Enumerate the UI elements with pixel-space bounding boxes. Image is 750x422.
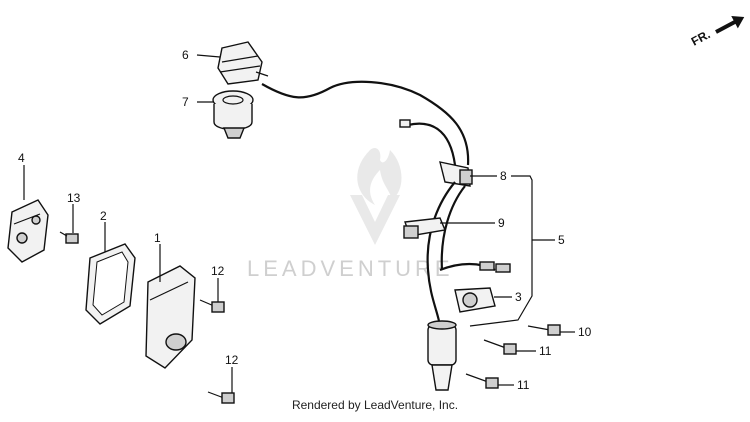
part-10-bolt: [527, 324, 561, 336]
callout-11b: 11: [517, 378, 530, 392]
bracket-5: [469, 175, 533, 327]
part-13-screw: [59, 231, 79, 244]
part-8-grommet: [212, 90, 254, 139]
callout-12a: 12: [211, 264, 225, 278]
callout-9: 9: [498, 216, 505, 230]
callout-11a: 11: [539, 344, 552, 358]
part-1-cover: [145, 265, 196, 369]
wire-bundle-2: [440, 185, 466, 271]
callout-5: 5: [558, 233, 565, 247]
callout-3: 3: [515, 290, 522, 304]
ignition-coil: [427, 320, 457, 391]
watermark-text: LEADVENTURE: [247, 256, 454, 281]
high-tension-wire: [261, 80, 470, 166]
callout-8: 7: [182, 95, 189, 109]
part-11-screw-lower: [465, 373, 499, 389]
callout-10: 10: [578, 325, 592, 339]
front-direction-arrow: FR.: [689, 15, 745, 49]
part-12-bolt-lower: [207, 391, 235, 404]
callout-7: 6: [182, 48, 189, 62]
part-2-gasket: [85, 243, 136, 325]
callout-2: 2: [100, 209, 107, 223]
part-6-wire-clamp: [439, 161, 473, 187]
footer-credit: Rendered by LeadVenture, Inc.: [291, 398, 459, 412]
wire-terminal: [399, 119, 411, 128]
callout-1: 1: [154, 231, 161, 245]
watermark-logo: [350, 148, 402, 245]
part-3-condenser: [454, 287, 496, 313]
wire-connectors: [439, 261, 511, 273]
part-4-breaker: [7, 199, 49, 263]
orientation-label: FR.: [689, 27, 713, 48]
part-7-spark-plug-cap: [217, 41, 269, 85]
callout-6: 8: [500, 169, 507, 183]
leader-7: [196, 54, 221, 58]
part-12-bolt-upper: [199, 299, 225, 313]
callout-13: 13: [67, 191, 81, 205]
part-11-screw-upper: [483, 339, 517, 355]
callout-12b: 12: [225, 353, 239, 367]
wire-bundle: [426, 181, 456, 331]
part-9-clamp-band: [403, 217, 446, 239]
callout-4: 4: [18, 151, 25, 165]
secondary-wire: [407, 122, 457, 166]
